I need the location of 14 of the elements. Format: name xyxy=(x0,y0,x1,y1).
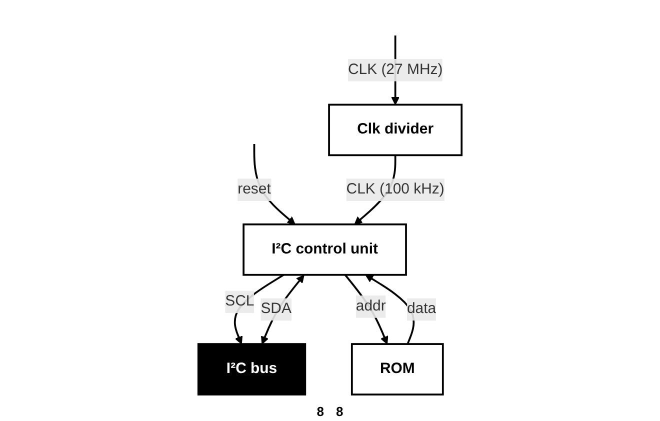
node-box: Clk divider xyxy=(328,104,463,156)
edge-label: reset xyxy=(238,181,271,198)
edge-label: data xyxy=(406,301,436,317)
node-box: I²C control unit xyxy=(242,223,407,276)
bus-width-label: 8 xyxy=(336,404,344,419)
bus-width-label: 8 xyxy=(316,404,324,419)
edge-label: SDA xyxy=(260,301,292,317)
node-box: ROM xyxy=(350,343,444,396)
node-box: I²C bus xyxy=(197,343,306,396)
edge-label: addr xyxy=(356,298,386,314)
edge-label: CLK (27 MHz) xyxy=(348,62,443,78)
arrow xyxy=(344,274,388,344)
edge-label: CLK (100 kHz) xyxy=(346,181,444,198)
edge-label: SCL xyxy=(225,294,254,310)
